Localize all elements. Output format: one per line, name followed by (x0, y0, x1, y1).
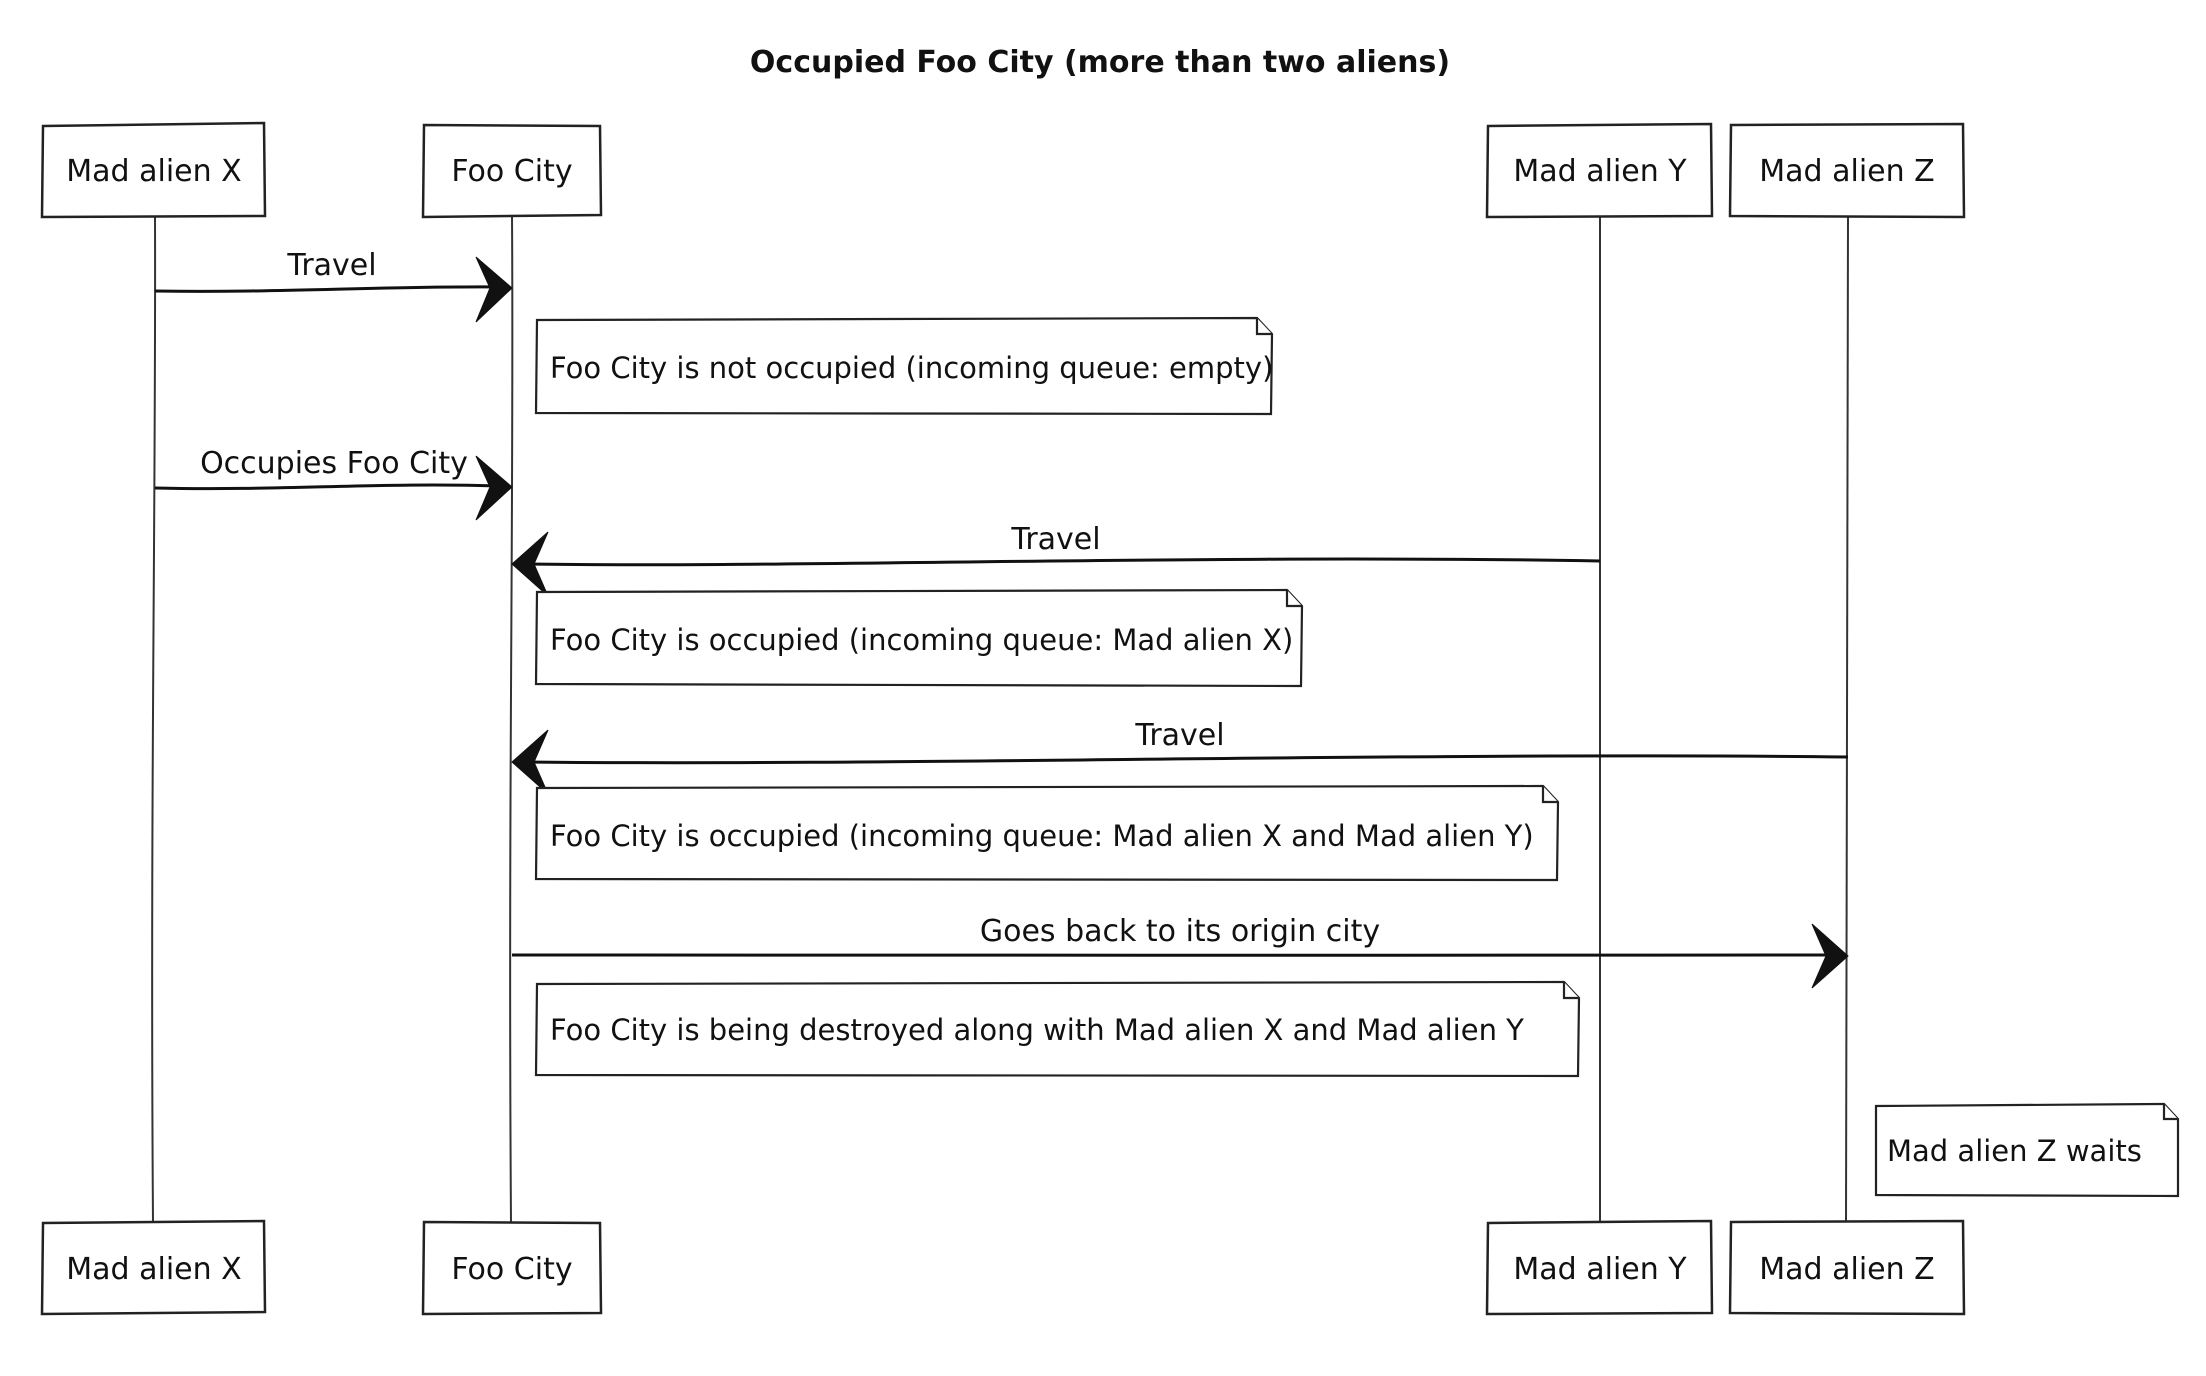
note-text: Mad alien Z waits (1887, 1134, 2142, 1168)
participant-label: Mad alien X (66, 1252, 241, 1287)
participant-label: Mad alien Z (1759, 1252, 1934, 1287)
message-travel-z[interactable]: Travel (511, 718, 1849, 795)
message-travel-y[interactable]: Travel (511, 522, 1601, 597)
message-occupies-foo-city[interactable]: Occupies Foo City (154, 446, 513, 521)
message-goes-back[interactable]: Goes back to its origin city (511, 914, 1849, 989)
participant-mad-alien-y-bottom[interactable]: Mad alien Y (1485, 1219, 1714, 1316)
note-being-destroyed: Foo City is being destroyed along with M… (534, 980, 1581, 1078)
arrow-head-right-icon (475, 455, 513, 521)
message-label: Goes back to its origin city (980, 914, 1380, 949)
participant-label: Mad alien Z (1759, 154, 1934, 189)
participant-label: Mad alien X (66, 154, 241, 189)
arrow-head-right-icon (1811, 923, 1849, 989)
participant-mad-alien-y-top[interactable]: Mad alien Y (1485, 122, 1714, 219)
participants-top: Mad alien X Foo City Mad alien Y Mad ali… (40, 121, 1966, 219)
diagram-title: Occupied Foo City (more than two aliens) (750, 45, 1450, 80)
lifeline-foo-city (509, 215, 514, 1225)
note-occupied-x-y: Foo City is occupied (incoming queue: Ma… (534, 784, 1560, 882)
message-label: Occupies Foo City (200, 446, 468, 481)
note-text: Foo City is being destroyed along with M… (550, 1013, 1524, 1047)
participant-mad-alien-z-top[interactable]: Mad alien Z (1728, 122, 1966, 219)
lifeline-mad-alien-x (151, 215, 157, 1225)
note-text: Foo City is occupied (incoming queue: Ma… (550, 623, 1293, 657)
participant-foo-city-top[interactable]: Foo City (421, 123, 603, 219)
note-z-waits: Mad alien Z waits (1874, 1102, 2180, 1198)
participant-foo-city-bottom[interactable]: Foo City (421, 1220, 603, 1316)
message-label: Travel (286, 248, 376, 283)
arrow-head-right-icon (475, 256, 513, 323)
arrow-head-left-icon (511, 729, 549, 795)
participant-label: Foo City (451, 154, 572, 189)
note-not-occupied: Foo City is not occupied (incoming queue… (534, 316, 1273, 416)
note-text: Foo City is occupied (incoming queue: Ma… (550, 819, 1534, 853)
message-travel-x[interactable]: Travel (154, 248, 513, 323)
participant-mad-alien-x-top[interactable]: Mad alien X (40, 121, 267, 219)
message-label: Travel (1134, 718, 1224, 753)
lifeline-mad-alien-z (1845, 215, 1850, 1225)
lifelines (151, 215, 1850, 1225)
arrow-head-left-icon (511, 531, 549, 597)
participant-mad-alien-x-bottom[interactable]: Mad alien X (40, 1219, 267, 1316)
messages: Travel Occupies Foo City Travel Travel G… (154, 248, 1849, 989)
participants-bottom: Mad alien X Foo City Mad alien Y Mad ali… (40, 1219, 1966, 1316)
participant-mad-alien-z-bottom[interactable]: Mad alien Z (1728, 1219, 1966, 1316)
message-label: Travel (1010, 522, 1100, 557)
participant-label: Mad alien Y (1513, 1252, 1687, 1287)
participant-label: Mad alien Y (1513, 154, 1687, 189)
note-text: Foo City is not occupied (incoming queue… (550, 351, 1273, 385)
lifeline-mad-alien-y (1598, 215, 1602, 1225)
notes: Foo City is not occupied (incoming queue… (534, 316, 2180, 1198)
note-occupied-x: Foo City is occupied (incoming queue: Ma… (534, 588, 1304, 688)
participant-label: Foo City (451, 1252, 572, 1287)
